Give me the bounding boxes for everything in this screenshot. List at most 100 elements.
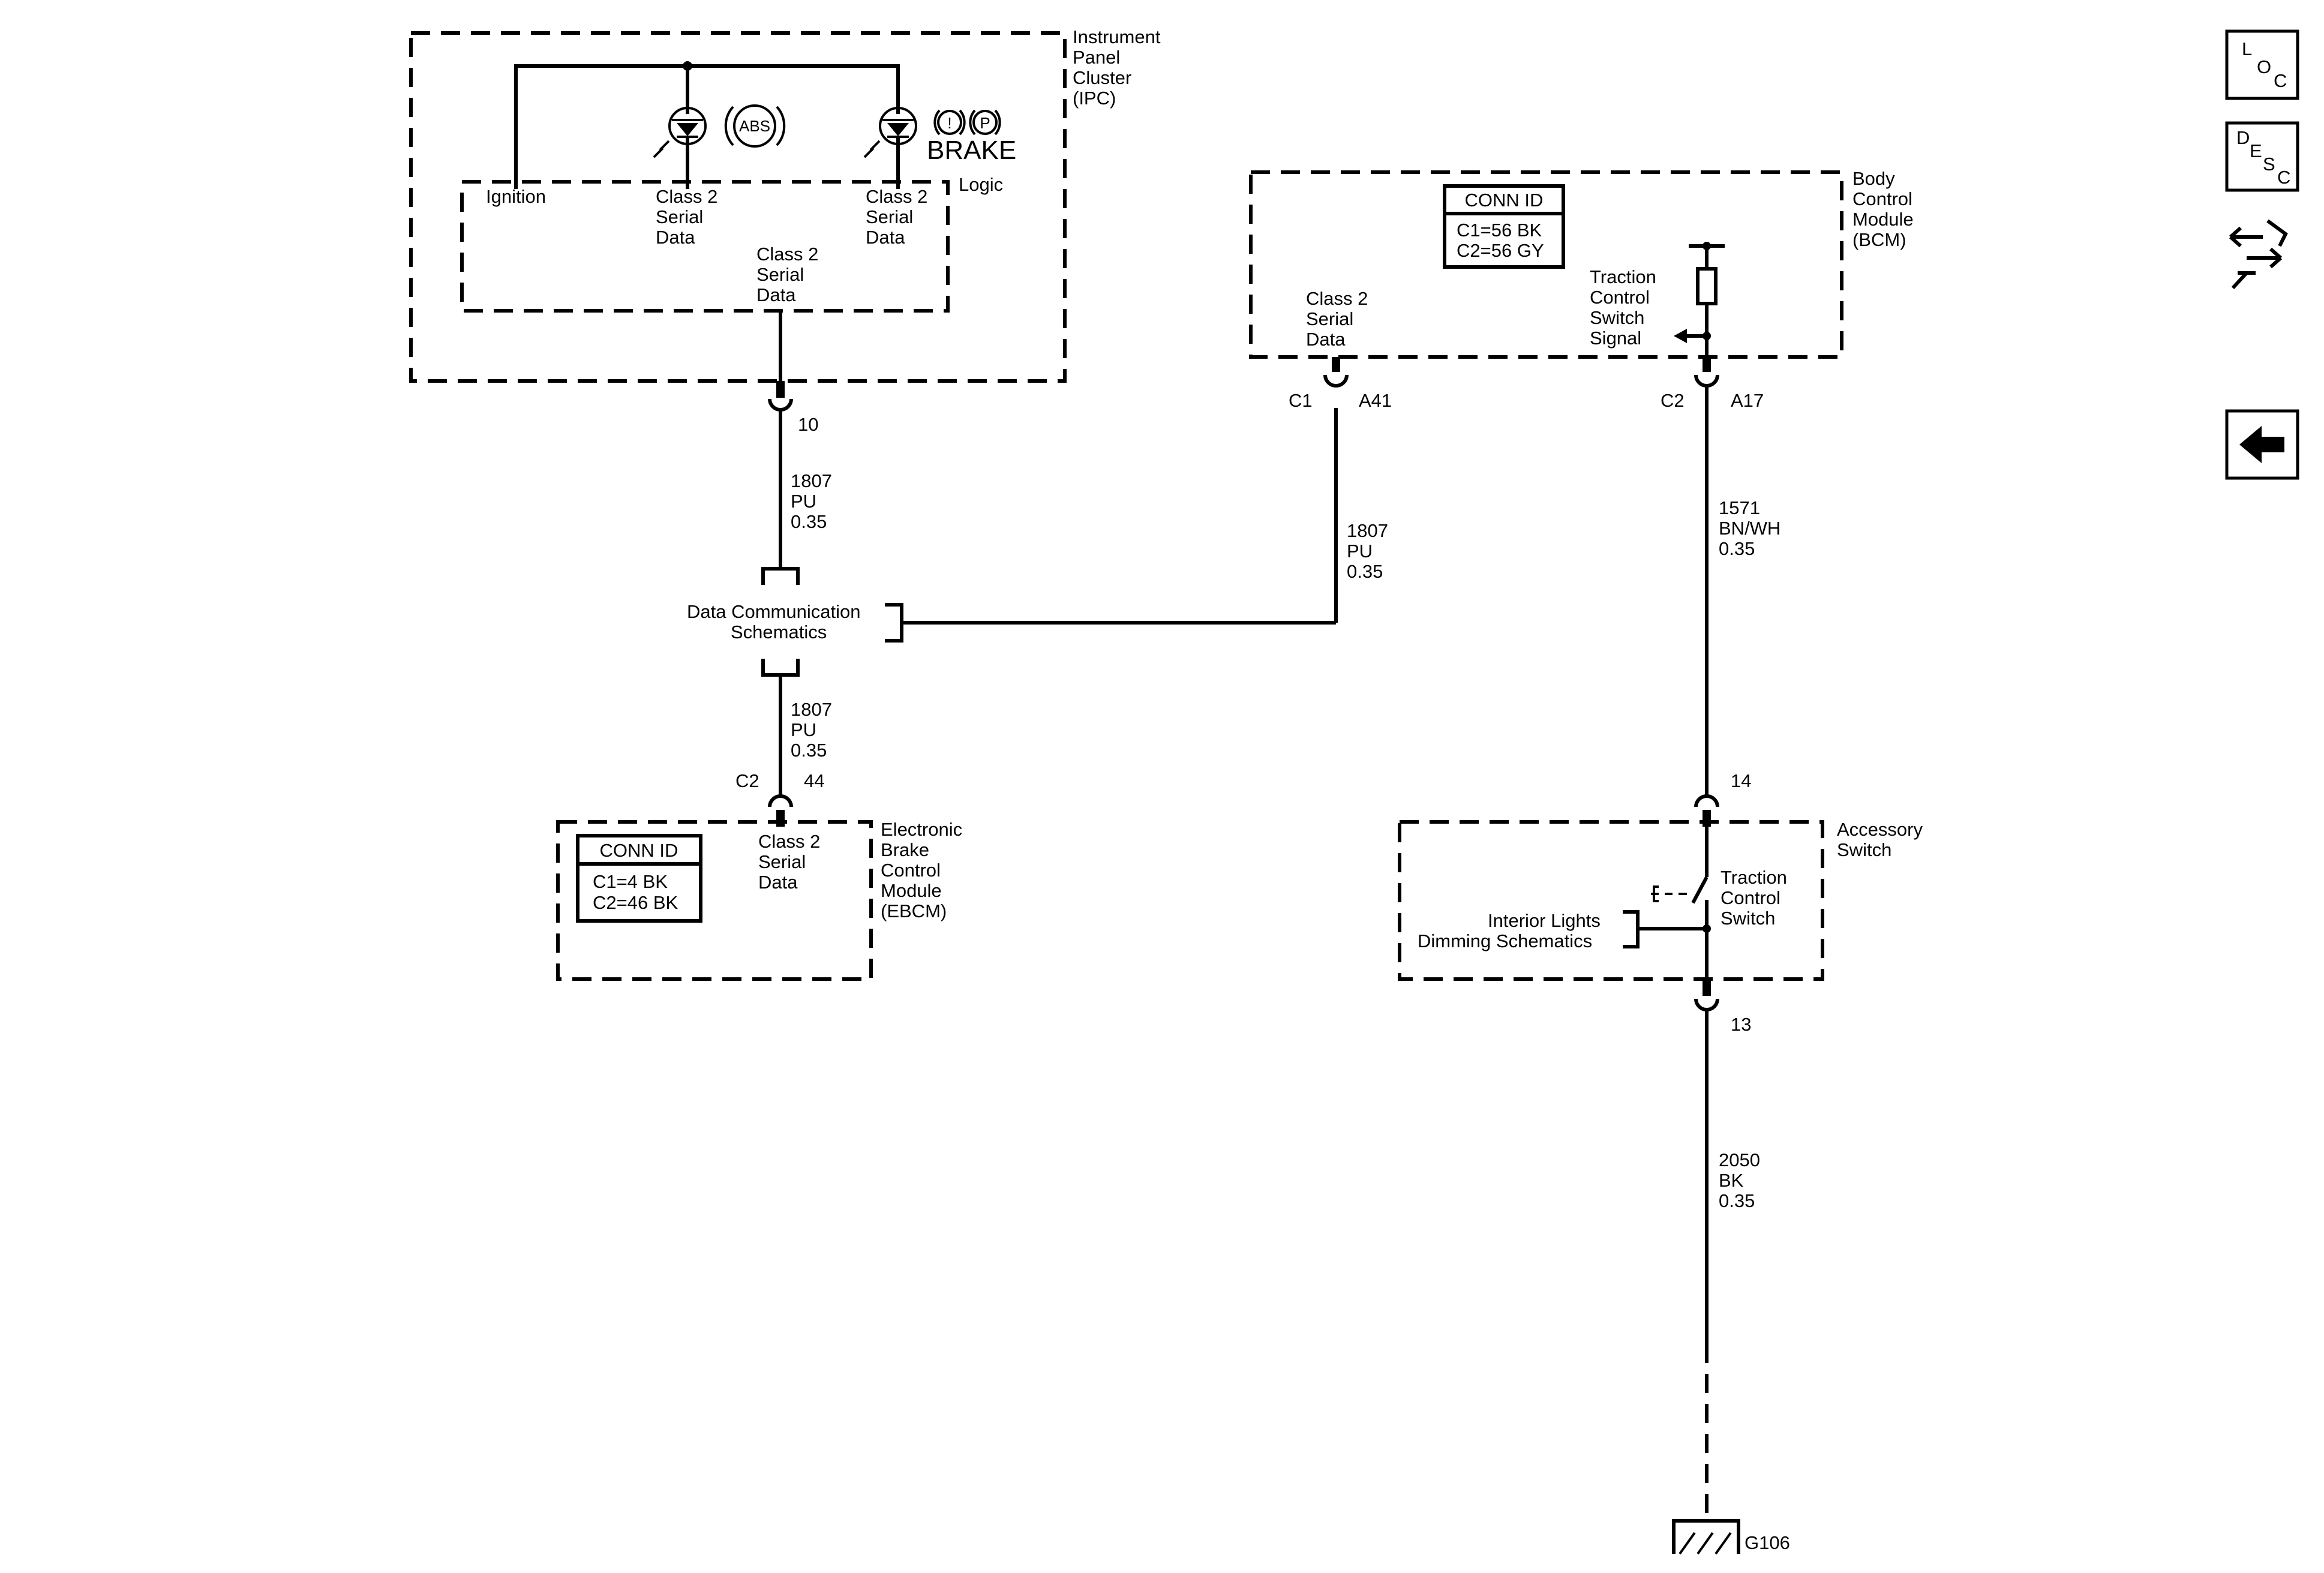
bcm-c1-terminal	[1332, 357, 1340, 372]
bcm-tcs-signal-3: Switch	[1590, 307, 1644, 328]
bcm-tcs-signal-2: Control	[1590, 287, 1650, 308]
bcm-c1-label: C1	[1289, 390, 1313, 411]
acc-switch-pin-bottom: 13	[1731, 1014, 1751, 1035]
desc-letter-d: D	[2236, 127, 2250, 148]
bcm-tcs-signal-1: Traction	[1590, 266, 1656, 287]
brake-led-icon	[863, 107, 917, 158]
dimming-label-1[interactable]: Interior Lights	[1488, 910, 1601, 931]
wire-bcm-switch-color: BN/WH	[1719, 518, 1780, 539]
ipc-logic-label: Logic	[959, 174, 1003, 195]
accessory-switch: Accessory Switch Traction Control Switch…	[1398, 819, 1923, 990]
bcm-title-3: Module	[1852, 209, 1914, 230]
bcm-a41-label: A41	[1359, 390, 1392, 411]
back-button-frame	[2225, 409, 2299, 480]
data-comm-label-2: Schematics	[731, 622, 827, 643]
ebcm-conn-id-row-2: C2=46 BK	[593, 892, 678, 913]
acc-switch-bottom-connector-icon	[1694, 998, 1719, 1011]
ebcm-title-5: (EBCM)	[881, 900, 947, 921]
tcs-switch-actuator-icon	[1651, 885, 1659, 902]
wire-bcm-dlc-color: PU	[1347, 541, 1373, 562]
resistor-icon	[1696, 267, 1718, 305]
ebcm-conn-id-title: CONN ID	[600, 840, 678, 861]
tcs-label-1: Traction	[1721, 867, 1787, 888]
acc-switch-bottom-terminal	[1703, 979, 1711, 996]
ipc-title-3: Cluster	[1073, 67, 1131, 88]
ipc-title-2: Panel	[1073, 47, 1120, 68]
wire-ground-gauge: 0.35	[1719, 1190, 1755, 1211]
ebcm-title-4: Module	[881, 880, 942, 901]
bcm-tcs-signal-4: Signal	[1590, 328, 1641, 349]
ebcm-serial-1: Class 2	[758, 831, 820, 852]
ebcm-conn-id-row-1: C1=4 BK	[593, 871, 668, 892]
data-comm-bottom-bracket	[761, 659, 800, 677]
ebcm-serial-3: Data	[758, 872, 798, 893]
data-comm-label-1: Data Communication	[687, 601, 860, 622]
signal-arrow-icon	[1674, 329, 1687, 343]
wire-bcm-switch-circuit: 1571	[1719, 497, 1760, 518]
wire-ipc-dlc-color: PU	[791, 491, 816, 512]
bcm-title-2: Control	[1852, 188, 1912, 209]
loc-button[interactable]: L O C	[2225, 29, 2299, 100]
ipc-connector-icon	[768, 398, 793, 412]
bcm-conn-id-row-2: C2=56 GY	[1457, 240, 1544, 261]
ipc-ignition-label: Ignition	[486, 186, 546, 207]
ebcm-conn-id-box	[576, 834, 702, 923]
wire-bcm-switch-gauge: 0.35	[1719, 538, 1755, 559]
wire-ground-circuit: 2050	[1719, 1149, 1760, 1170]
wire-ipc-dlc-circuit: 1807	[791, 470, 832, 491]
brake-symbol-exclaim: !	[947, 114, 951, 132]
bcm-serial-1: Class 2	[1306, 288, 1368, 309]
data-comm-schematics-ref[interactable]: Data Communication Schematics	[687, 567, 903, 677]
wire-dlc-ebcm-gauge: 0.35	[791, 740, 827, 761]
acc-switch-title-2: Switch	[1837, 839, 1891, 860]
ipc-boundary	[409, 31, 1067, 383]
ebcm-title-3: Control	[881, 860, 941, 881]
bcm-module: Body Control Module (BCM) CONN ID C1=56 …	[1249, 168, 1914, 372]
loc-letter-l: L	[2242, 38, 2252, 59]
ebcm-title-2: Brake	[881, 839, 929, 860]
ground-icon	[1672, 1519, 1740, 1555]
bcm-conn-id-title: CONN ID	[1465, 190, 1544, 211]
bcm-c1-connector-icon	[1323, 374, 1349, 388]
bcm-title-4: (BCM)	[1852, 229, 1906, 250]
tcs-switch-blade-icon	[1691, 876, 1709, 904]
wire-bcm-dlc-gauge: 0.35	[1347, 561, 1383, 582]
bcm-boundary	[1249, 170, 1843, 359]
brake-symbol-p: P	[980, 114, 990, 132]
ipc-serial-right-2: Serial	[866, 206, 913, 227]
wire-ipc-dlc-gauge: 0.35	[791, 511, 827, 532]
ipc-serial-right-3: Data	[866, 227, 905, 248]
desc-letter-c: C	[2277, 167, 2290, 188]
acc-switch-title-1: Accessory	[1837, 819, 1923, 840]
ebcm-pin-terminal	[776, 810, 785, 827]
ground-label: G106	[1744, 1532, 1790, 1553]
ipc-ignition-bus	[514, 64, 900, 189]
ebcm-pin-label: 44	[804, 770, 824, 791]
ipc-pin-label: 10	[798, 414, 818, 435]
desc-button[interactable]: D E S C	[2225, 121, 2299, 192]
ebcm-serial-2: Serial	[758, 851, 806, 872]
bcm-c2-connector-icon	[1694, 374, 1719, 388]
back-button[interactable]	[2225, 409, 2299, 480]
ebcm-module: CONN ID C1=4 BK C2=46 BK Class 2 Serial …	[556, 819, 962, 981]
bcm-conn-id-row-1: C1=56 BK	[1457, 220, 1542, 241]
ipc-serial-right-1: Class 2	[866, 186, 927, 207]
wire-dlc-ebcm-circuit: 1807	[791, 699, 832, 720]
acc-switch-top-terminal	[1703, 810, 1711, 827]
loc-letter-c: C	[2274, 70, 2287, 91]
bcm-c2-terminal	[1703, 357, 1711, 372]
ipc-serial-left-3: Data	[656, 227, 695, 248]
dimming-label-2[interactable]: Dimming Schematics	[1418, 930, 1592, 951]
dimming-ref-bracket[interactable]	[1623, 910, 1640, 948]
ipc-serial-left-1: Class 2	[656, 186, 717, 207]
desc-letter-s: S	[2263, 154, 2275, 175]
abs-led-icon	[653, 107, 707, 158]
repair-procedures-icon[interactable]	[2229, 219, 2288, 290]
ipc-pin-terminal	[776, 381, 785, 398]
ebcm-connector-label: C2	[735, 770, 759, 791]
data-comm-side-bracket	[885, 603, 903, 643]
ebcm-title-1: Electronic	[881, 819, 962, 840]
abs-symbol-text: ABS	[739, 117, 770, 135]
data-comm-top-bracket	[761, 567, 800, 585]
